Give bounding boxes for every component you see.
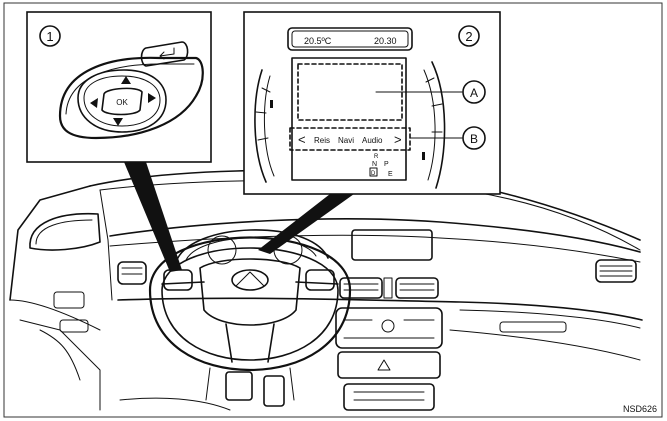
infiniti-logo-icon <box>231 269 269 291</box>
steering-wheel <box>148 236 352 372</box>
callout-b-label: B <box>470 132 478 146</box>
figure-code: NSD626 <box>623 404 657 414</box>
gear-n: N <box>372 161 377 168</box>
pointer-wedge-inset-1 <box>124 162 182 272</box>
clock-readout: 20.30 <box>374 36 397 46</box>
gear-d: D <box>371 171 376 177</box>
left-air-vent <box>117 261 147 285</box>
inset-2-display: 2 20.5ºC 20.30 < Reis Navi Audio > R <box>243 11 501 195</box>
wheel-right-switch <box>305 269 335 291</box>
menu-item-reis[interactable]: Reis <box>314 136 330 145</box>
gear-p: P <box>384 161 389 168</box>
menu-item-navi[interactable]: Navi <box>338 136 354 145</box>
pedal-right <box>263 375 285 407</box>
back-arrow-icon <box>159 47 175 60</box>
temperature-readout: 20.5ºC <box>304 36 332 46</box>
down-arrow-icon[interactable] <box>113 118 123 126</box>
car-interior <box>9 169 643 411</box>
d-pad: OK <box>77 69 167 133</box>
up-arrow-icon[interactable] <box>121 76 131 84</box>
menu-left-arrow[interactable]: < <box>298 132 306 147</box>
top-info-bar <box>287 27 413 51</box>
inset-2-number: 2 <box>465 29 472 44</box>
back-button[interactable] <box>140 41 189 67</box>
center-display <box>351 229 433 261</box>
gear-e: E <box>388 171 393 178</box>
menu-bar-b <box>289 127 411 151</box>
menu-item-audio[interactable]: Audio <box>362 136 383 145</box>
right-arrow-icon[interactable] <box>148 93 156 103</box>
right-air-vent <box>595 259 637 283</box>
gear-r: R <box>374 154 379 160</box>
display-area-a <box>297 63 403 121</box>
callout-a <box>462 80 486 104</box>
left-arrow-icon[interactable] <box>90 98 98 108</box>
callout-b <box>462 126 486 150</box>
ok-button[interactable]: OK <box>101 87 143 116</box>
figure-frame <box>3 2 663 418</box>
gear-indicator: R N P D E <box>369 154 393 178</box>
ok-label: OK <box>116 98 128 107</box>
pointer-wedge-inset-2 <box>258 194 354 254</box>
menu-right-arrow[interactable]: > <box>394 132 402 147</box>
pedal-left <box>225 371 253 401</box>
inset-1-number: 1 <box>46 29 53 44</box>
inset-1-steering-switch: 1 OK <box>26 11 212 163</box>
side-mirror <box>29 212 101 251</box>
callout-a-label: A <box>470 86 478 100</box>
